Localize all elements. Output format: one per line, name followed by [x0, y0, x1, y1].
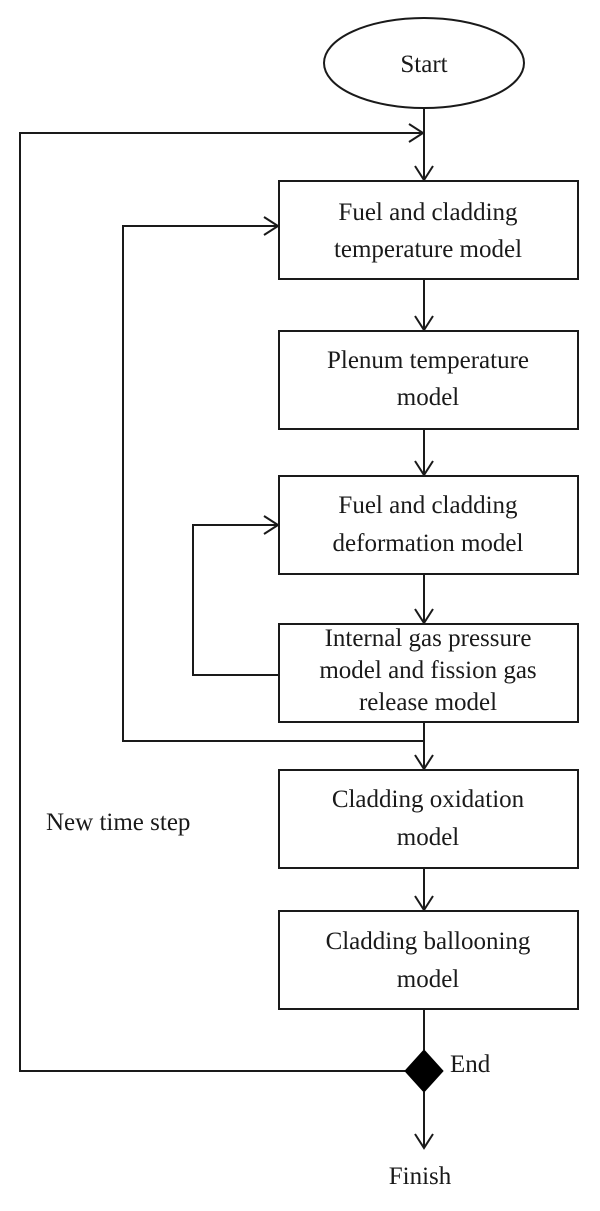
- step-2-line-1: Plenum temperature: [327, 347, 529, 374]
- inner-loop-deformation: [192, 515, 280, 676]
- step-cladding-oxidation: Cladding oxidation model: [278, 769, 579, 869]
- main-flow-connectors: [414, 108, 434, 1150]
- end-decision-diamond: [404, 1049, 444, 1093]
- step-1-line-1: Fuel and cladding: [338, 199, 518, 226]
- step-1-line-2: temperature model: [334, 236, 522, 263]
- arrowhead-step-3: [414, 460, 434, 477]
- loop-line-deformation: [192, 524, 279, 676]
- middle-loop-temperature: [122, 216, 424, 742]
- loop-line-temperature: [122, 225, 424, 742]
- step-6-line-1: Cladding ballooning: [326, 928, 531, 955]
- step-6-line-2: model: [397, 966, 460, 993]
- step-5-line-1: Cladding oxidation: [332, 786, 525, 813]
- outer-loop-new-time-step: [19, 123, 425, 1072]
- arrowhead-finish: [414, 1133, 434, 1150]
- step-4-line-2: model and fission gas: [319, 657, 536, 684]
- arrowhead-new-time-step: [408, 123, 425, 143]
- arrowhead-step-4: [414, 608, 434, 625]
- step-3-line-1: Fuel and cladding: [338, 492, 518, 519]
- step-cladding-ballooning: Cladding ballooning model: [278, 910, 579, 1010]
- arrowhead-step-1: [414, 165, 434, 182]
- arrowhead-step-5: [414, 754, 434, 771]
- step-fuel-cladding-temperature: Fuel and cladding temperature model: [278, 180, 579, 280]
- arrowhead-step-2: [414, 315, 434, 332]
- arrowhead-step-6: [414, 895, 434, 912]
- loop-line-new-time-step: [19, 132, 423, 1072]
- start-label: Start: [400, 51, 447, 78]
- step-2-line-2: model: [397, 384, 460, 411]
- step-5-line-2: model: [397, 824, 460, 851]
- step-3-line-2: deformation model: [333, 530, 524, 557]
- finish-label: Finish: [389, 1163, 452, 1190]
- step-fuel-cladding-deformation: Fuel and cladding deformation model: [278, 475, 579, 575]
- step-4-line-1: Internal gas pressure: [325, 625, 532, 652]
- arrowhead-loop-temperature: [263, 216, 280, 236]
- end-label: End: [450, 1051, 491, 1078]
- start-node: Start: [323, 17, 525, 109]
- new-time-step-label: New time step: [46, 809, 190, 836]
- arrowhead-loop-deformation: [263, 515, 280, 535]
- step-internal-gas-pressure: Internal gas pressure model and fission …: [278, 623, 579, 723]
- step-4-line-3: release model: [359, 689, 497, 716]
- step-plenum-temperature: Plenum temperature model: [278, 330, 579, 430]
